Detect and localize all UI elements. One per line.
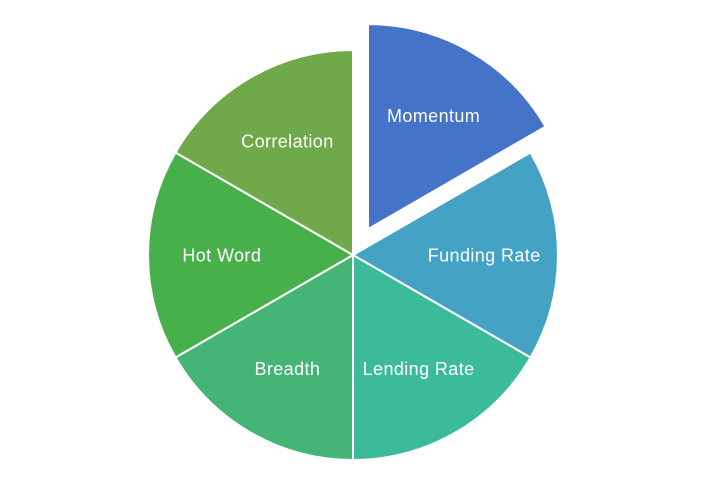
pie-slice-correlation[interactable] bbox=[174, 49, 354, 256]
slice-label-correlation: Correlation bbox=[241, 132, 333, 152]
pie-slice-lending-rate[interactable] bbox=[352, 254, 532, 461]
pie-slice-hot-word[interactable] bbox=[147, 151, 354, 359]
pie-slice-breadth[interactable] bbox=[174, 254, 354, 461]
slice-label-breadth: Breadth bbox=[254, 359, 320, 379]
slice-label-hot-word: Hot Word bbox=[182, 245, 261, 265]
slice-label-lending-rate: Lending Rate bbox=[363, 359, 475, 379]
slice-label-funding-rate: Funding Rate bbox=[428, 245, 541, 265]
slice-label-momentum: Momentum bbox=[387, 106, 480, 126]
pie-slice-funding-rate[interactable] bbox=[352, 151, 559, 359]
pie-slice-momentum[interactable] bbox=[367, 23, 547, 231]
